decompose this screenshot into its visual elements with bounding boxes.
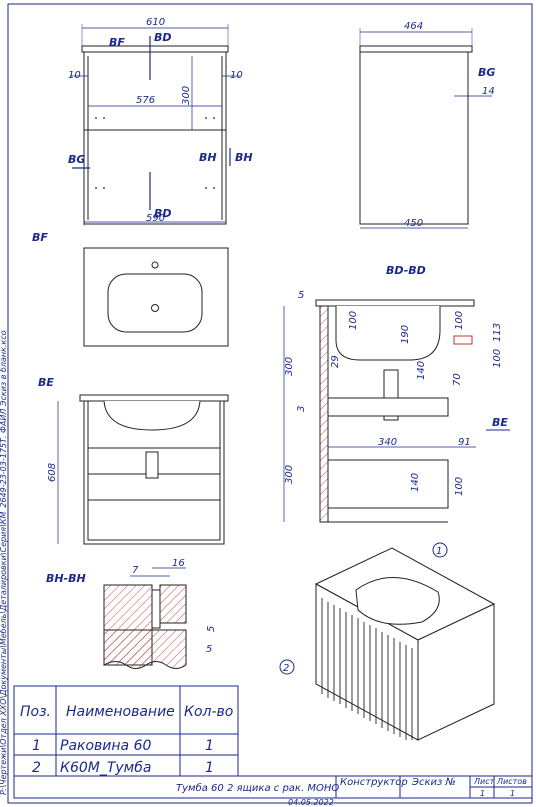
side-view: 464 450 BG 14: [359, 21, 495, 229]
table-row-2-qty: 1: [205, 760, 214, 776]
dim-bd-100a: 100: [348, 311, 359, 330]
dim-bd-113: 113: [492, 323, 503, 342]
table-row-1-pos: 1: [32, 738, 41, 754]
sheet-value: 1: [480, 789, 485, 798]
constructor-label: Конструктор: [340, 777, 408, 788]
mark-be-section: BE: [492, 416, 508, 429]
title-block: Тумба 60 2 ящика с рак. МОНО Конструктор…: [13, 775, 533, 807]
dim-bd-300b: 300: [284, 465, 295, 484]
dim-bh-5a: 5: [206, 626, 217, 632]
dim-side-lip: 14: [482, 86, 495, 97]
mark-bh-left: BH: [199, 151, 217, 164]
table-row-2-name: К60М_Тумба: [60, 760, 151, 776]
sheets-label: Листов: [496, 777, 527, 786]
dim-bd-140b: 140: [410, 473, 421, 492]
dim-bd-100c: 100: [492, 349, 503, 368]
dim-side-width-bottom: 450: [404, 218, 423, 229]
dim-bd-100d: 100: [454, 477, 465, 496]
dim-bh-7: 7: [132, 565, 139, 576]
front-view: 610 576 10 10 300 590 BF BD BD BG BH BH: [68, 17, 253, 226]
dim-bh-5b: 5: [206, 644, 212, 655]
table-row-1-name: Раковина 60: [60, 738, 151, 754]
parts-table: Поз. Наименование Кол-во 1 Раковина 60 1…: [13, 685, 239, 777]
dim-bd-300a: 300: [284, 357, 295, 376]
dim-bd-340: 340: [378, 437, 397, 448]
mark-bf-front: BF: [109, 36, 125, 49]
mark-bd-top: BD: [154, 31, 172, 44]
label-be: BE: [38, 376, 54, 389]
table-header-qty: Кол-во: [184, 704, 233, 720]
mark-bg-side: BG: [478, 66, 495, 79]
sketch-label: Эскиз №: [411, 777, 456, 788]
dim-inner-width: 576: [136, 95, 155, 106]
top-view: BF: [32, 231, 229, 347]
view-be: BE 608: [38, 376, 229, 545]
drawing-date: 04.05.2022: [288, 798, 334, 807]
dim-side-width-top: 464: [404, 21, 423, 32]
mark-bh-right: BH: [235, 151, 253, 164]
label-bd-bd: BD-BD: [386, 264, 426, 277]
dim-left-gap: 10: [68, 70, 81, 81]
sheet-frame: [7, 3, 533, 804]
dim-bd-100b: 100: [454, 311, 465, 330]
section-bd: BD-BD 5 100 190 300 29 140 70 3 300 340 …: [283, 264, 510, 523]
section-bh: BH-BH 7 16 5 5: [46, 558, 217, 669]
dim-bd-140a: 140: [416, 361, 427, 380]
dim-bd-91: 91: [458, 437, 471, 448]
sheets-value: 1: [510, 789, 515, 798]
sheet-label: Лист: [473, 777, 495, 786]
drawing-title: Тумба 60 2 ящика с рак. МОНО: [176, 782, 339, 794]
dim-front-width-bottom: 590: [146, 213, 165, 224]
dim-bd-3: 3: [296, 406, 307, 412]
label-bf: BF: [32, 231, 48, 244]
table-row-2-pos: 2: [32, 760, 41, 776]
table-row-1-qty: 1: [205, 738, 214, 754]
label-bh-bh: BH-BH: [46, 572, 86, 585]
table-header-name: Наименование: [66, 704, 175, 720]
dim-be-height: 608: [47, 463, 58, 482]
callout-1: 1: [436, 546, 442, 557]
table-header-pos: Поз.: [20, 704, 51, 720]
dim-bh-16: 16: [172, 558, 185, 569]
callout-2: 2: [283, 663, 289, 674]
dim-right-gap: 10: [230, 70, 243, 81]
dim-bd-70: 70: [452, 373, 463, 386]
dim-bd-5: 5: [298, 290, 304, 301]
side-file-path: P:\Чертежи\Отдел ХХО\Документы\Мебель\Де…: [0, 330, 8, 795]
dim-bd-29: 29: [330, 355, 341, 368]
mark-bd-bottom: BD: [154, 207, 172, 220]
iso-view: 1 2: [279, 542, 496, 741]
dim-bd-190: 190: [400, 325, 411, 344]
dim-drawer-height: 300: [181, 86, 192, 105]
mark-bg-front: BG: [68, 153, 85, 166]
dim-front-width: 610: [146, 17, 165, 28]
